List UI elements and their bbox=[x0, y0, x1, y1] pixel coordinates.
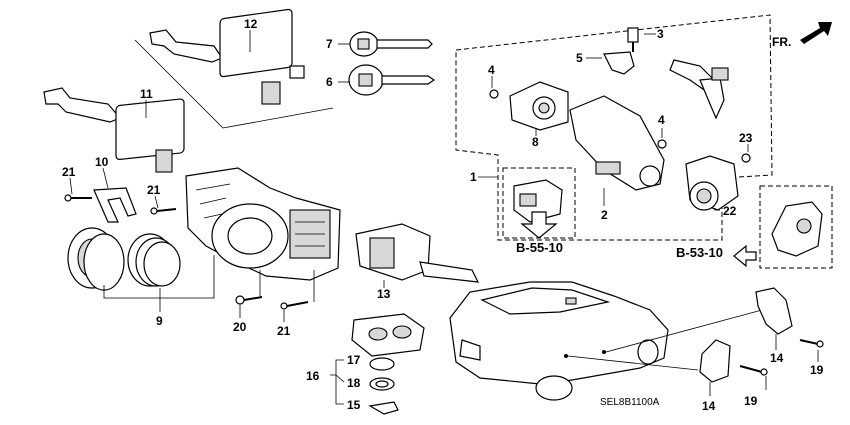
callout-2: 2 bbox=[601, 208, 608, 222]
keyless-remote bbox=[351, 313, 425, 357]
screw-19-right bbox=[799, 339, 824, 362]
key-set bbox=[669, 59, 729, 120]
callout-3: 3 bbox=[657, 27, 664, 41]
key-cylinder-subpart bbox=[513, 179, 563, 223]
callout-4-left: 4 bbox=[488, 63, 495, 77]
callout-6: 6 bbox=[326, 75, 333, 89]
ref-arrow-left bbox=[520, 211, 558, 239]
callout-10: 10 bbox=[95, 155, 109, 169]
clamp-5 bbox=[586, 51, 635, 75]
ref-arrow-right bbox=[733, 244, 757, 268]
key-7 bbox=[338, 31, 433, 57]
ref-label-left: B-55-10 bbox=[516, 240, 563, 255]
callout-16: 16 bbox=[306, 369, 320, 383]
callout-1: 1 bbox=[470, 170, 477, 184]
remote-cover-17 bbox=[369, 357, 395, 371]
steering-column-switch-body bbox=[185, 167, 341, 281]
steering-lock-subbox bbox=[759, 185, 833, 269]
callout-13: 13 bbox=[377, 287, 391, 301]
callout-20: 20 bbox=[233, 320, 247, 334]
wiper-switch bbox=[355, 223, 480, 288]
callout-21-left: 21 bbox=[62, 165, 76, 179]
key-6 bbox=[338, 64, 436, 96]
steering-lock-subpart bbox=[771, 201, 823, 257]
ignition-cylinder-8 bbox=[509, 81, 569, 136]
screw-19-bottom bbox=[739, 365, 768, 390]
screw-21-left bbox=[64, 177, 92, 202]
callout-8: 8 bbox=[532, 135, 539, 149]
combination-switch-upper bbox=[149, 8, 305, 105]
door-switch-14-right bbox=[755, 287, 793, 350]
callout-15: 15 bbox=[347, 398, 361, 412]
callout-22: 22 bbox=[723, 204, 737, 218]
shear-bolt-3 bbox=[627, 27, 656, 52]
callout-12: 12 bbox=[244, 17, 258, 31]
callout-19-right: 19 bbox=[810, 363, 824, 377]
front-direction-arrow: FR. bbox=[772, 22, 832, 49]
cable-reel-rings bbox=[67, 227, 215, 312]
callout-14-right: 14 bbox=[770, 351, 784, 365]
callout-21-mid: 21 bbox=[147, 183, 161, 197]
bolt-4-left bbox=[489, 76, 499, 99]
callout-23: 23 bbox=[739, 131, 753, 145]
callout-19-bottom: 19 bbox=[744, 394, 758, 408]
remote-case-15 bbox=[368, 401, 399, 415]
screw-20 bbox=[235, 270, 263, 318]
car-outline bbox=[449, 281, 763, 401]
combination-switch-plate-line bbox=[134, 39, 334, 129]
combination-switch-lower bbox=[43, 87, 185, 173]
door-switch-14-bottom bbox=[699, 339, 731, 396]
callout-11: 11 bbox=[140, 87, 153, 101]
callout-21-bottom: 21 bbox=[277, 324, 291, 338]
immobilizer-22 bbox=[685, 155, 739, 211]
callout-18: 18 bbox=[347, 376, 361, 390]
screw-21-bottom bbox=[280, 270, 315, 322]
remote-battery-18 bbox=[369, 377, 395, 391]
callout-7: 7 bbox=[326, 37, 333, 51]
ignition-assembly-boundary bbox=[455, 14, 773, 241]
callout-9: 9 bbox=[156, 314, 163, 328]
clip-bracket bbox=[93, 167, 137, 223]
callout-17: 17 bbox=[347, 353, 361, 367]
bolt-4-right bbox=[657, 128, 667, 149]
screw-21-mid bbox=[150, 195, 177, 215]
callout-5: 5 bbox=[576, 51, 583, 65]
diagram-code: SEL8B1100A bbox=[600, 397, 660, 408]
steering-lock-2 bbox=[569, 95, 665, 206]
callout-14-bottom: 14 bbox=[702, 399, 716, 413]
ref-label-right: B-53-10 bbox=[676, 245, 723, 260]
callout-4-right: 4 bbox=[658, 113, 665, 127]
screw-23 bbox=[741, 144, 751, 163]
callout-labels: 1 2 3 4 4 5 6 7 8 9 10 11 12 13 14 14 15… bbox=[62, 17, 824, 413]
front-direction-label: FR. bbox=[772, 35, 791, 49]
